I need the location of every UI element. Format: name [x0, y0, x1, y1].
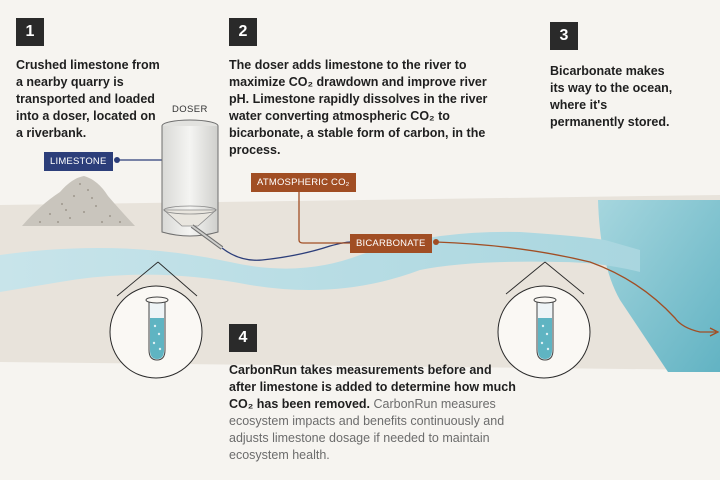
atmospheric-co2-tag: ATMOSPHERIC CO₂	[251, 173, 356, 192]
limestone-pile-icon	[22, 176, 135, 226]
step-3-badge: 3	[550, 22, 578, 50]
limestone-tag: LIMESTONE	[44, 152, 113, 171]
bicarbonate-tag: BICARBONATE	[350, 234, 432, 253]
test-tube-sample-icon-downstream	[497, 285, 591, 379]
step-3-text: Bicarbonate makes its way to the ocean, …	[550, 64, 673, 129]
step-2-text: The doser adds limestone to the river to…	[229, 58, 488, 157]
step-4-text-muted: CarbonRun measures ecosystem impacts and…	[229, 397, 505, 462]
step-1-text: Crushed limestone from a nearby quarry i…	[16, 58, 160, 140]
bicarbonate-flow-line	[435, 241, 716, 333]
test-tube-sample-icon	[109, 285, 203, 379]
step-1-badge: 1	[16, 18, 44, 46]
doser-icon	[161, 119, 224, 250]
doser-label: DOSER	[172, 104, 208, 115]
co2-pointer	[298, 192, 350, 244]
step-4-text-bold: CarbonRun takes measurements before and …	[229, 363, 516, 411]
river	[0, 231, 640, 292]
step-4-text: CarbonRun takes measurements before and …	[229, 362, 519, 464]
step-2-badge: 2	[229, 18, 257, 46]
step-4-badge: 4	[229, 324, 257, 352]
